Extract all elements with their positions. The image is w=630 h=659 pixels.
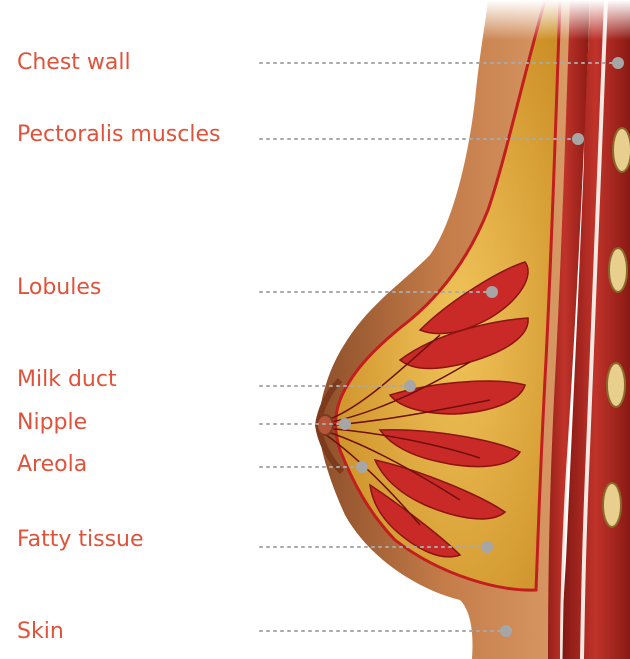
label-skin: Skin <box>17 619 64 645</box>
label-areola: Areola <box>17 452 87 478</box>
label-chest-wall: Chest wall <box>17 50 131 76</box>
marker-dot-fatty-tissue <box>481 541 493 553</box>
label-nipple: Nipple <box>17 410 87 436</box>
marker-dot-lobules <box>486 286 498 298</box>
marker-dot-nipple <box>339 418 351 430</box>
label-fatty-tissue: Fatty tissue <box>17 527 144 553</box>
marker-dot-skin <box>500 625 512 637</box>
marker-dot-pectoralis-muscles <box>572 133 584 145</box>
top-fade <box>470 0 630 40</box>
label-milk-duct: Milk duct <box>17 367 117 393</box>
marker-dot-chest-wall <box>612 57 624 69</box>
label-pectoralis-muscles: Pectoralis muscles <box>17 122 220 148</box>
marker-dot-areola <box>356 461 368 473</box>
marker-dot-milk-duct <box>404 380 416 392</box>
label-lobules: Lobules <box>17 275 101 301</box>
